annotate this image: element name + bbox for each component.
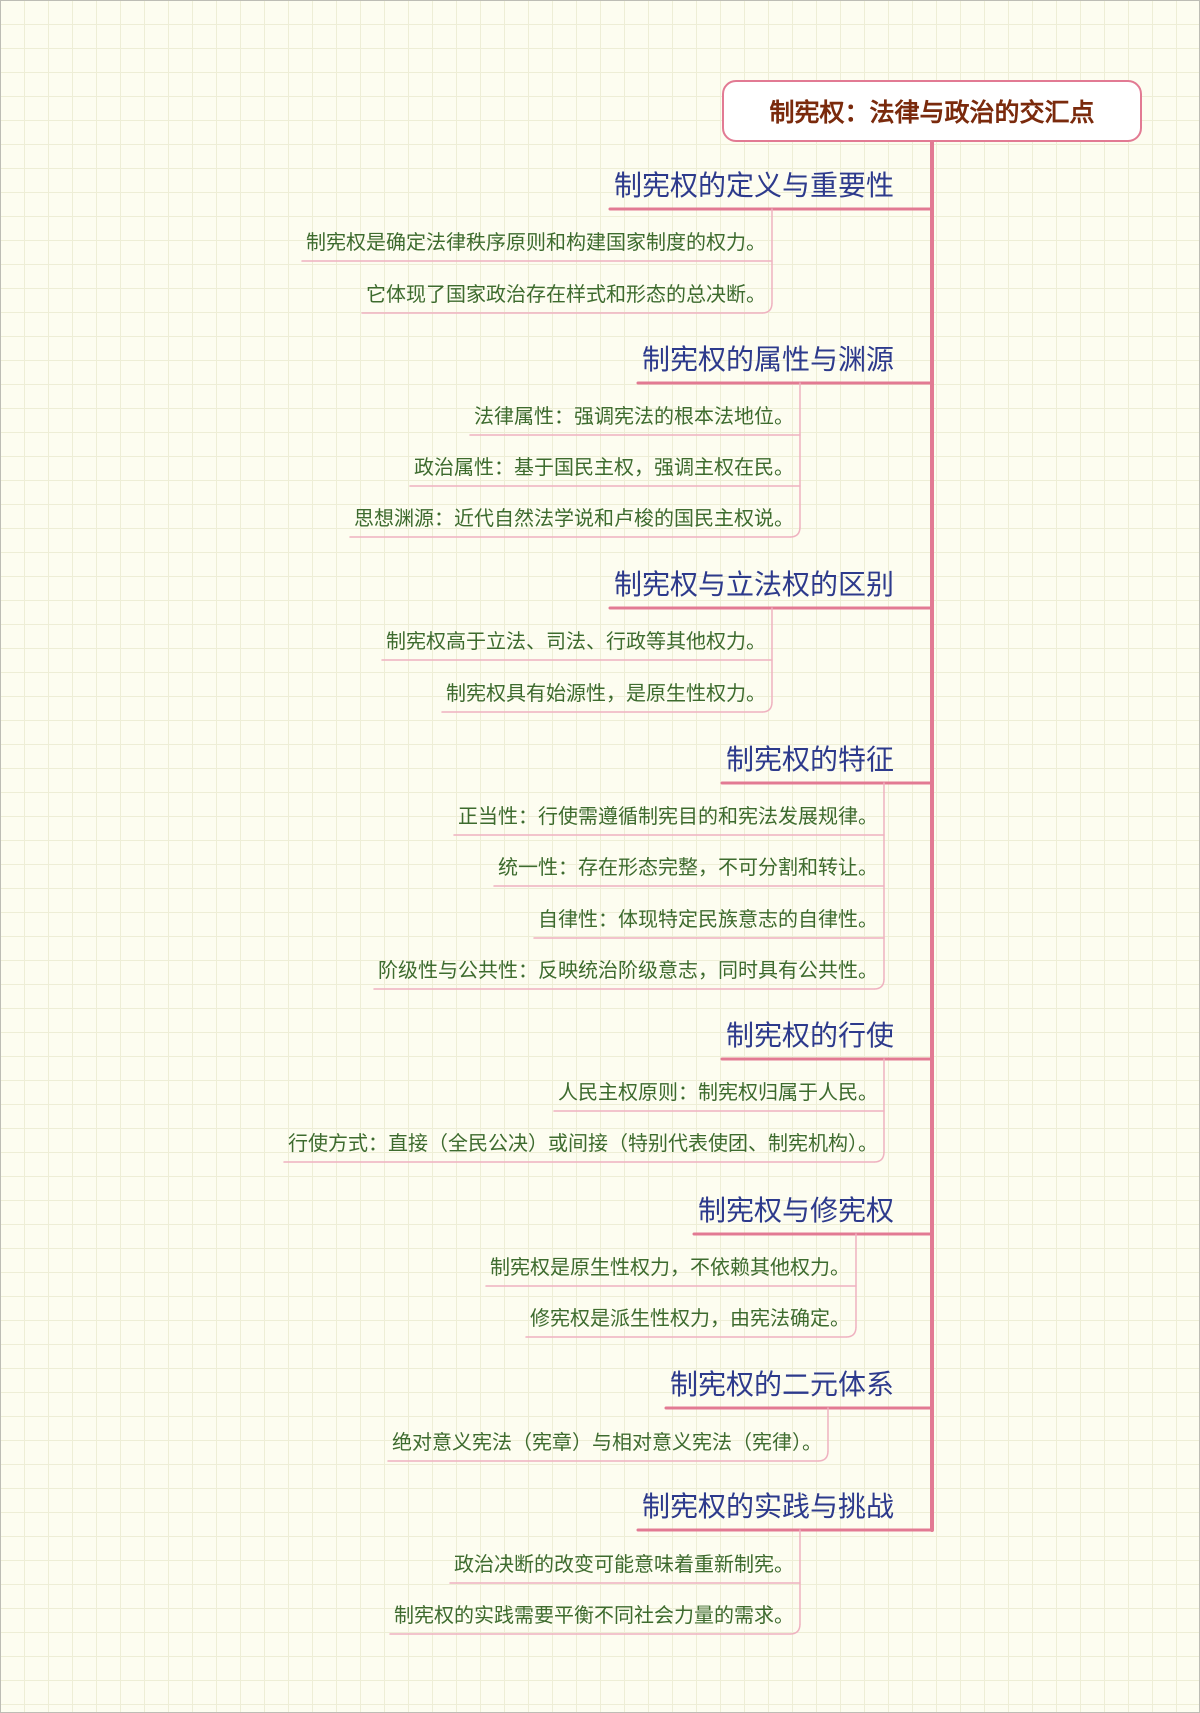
- leaf-item[interactable]: 修宪权是派生性权力，由宪法确定。: [529, 1306, 850, 1330]
- leaf-item[interactable]: 正当性：行使需遵循制宪目的和宪法发展规律。: [457, 804, 878, 828]
- branch-topic[interactable]: 制宪权与修宪权: [697, 1194, 894, 1227]
- leaf-item[interactable]: 行使方式：直接（全民公决）或间接（特别代表使团、制宪机构）。: [287, 1131, 878, 1155]
- leaf-item[interactable]: 政治属性：基于国民主权，强调主权在民。: [413, 455, 794, 479]
- branch-topic[interactable]: 制宪权的属性与渊源: [641, 343, 894, 376]
- leaf-item[interactable]: 制宪权高于立法、司法、行政等其他权力。: [385, 629, 766, 653]
- sub-spine-corner: [873, 1151, 885, 1163]
- branch-topic[interactable]: 制宪权的定义与重要性: [613, 169, 894, 202]
- root-topic[interactable]: 制宪权：法律与政治的交汇点: [722, 80, 1142, 142]
- leaf-item[interactable]: 它体现了国家政治存在样式和形态的总决断。: [365, 282, 766, 306]
- sub-spine-corner: [873, 978, 885, 990]
- branch-topic[interactable]: 制宪权的行使: [725, 1019, 894, 1052]
- leaf-item[interactable]: 制宪权是原生性权力，不依赖其他权力。: [489, 1255, 850, 1279]
- sub-spine-corner: [845, 1326, 857, 1338]
- leaf-item[interactable]: 绝对意义宪法（宪章）与相对意义宪法（宪律）。: [391, 1430, 822, 1454]
- sub-spine-corner: [789, 1623, 801, 1635]
- branch-topic[interactable]: 制宪权的二元体系: [669, 1368, 894, 1401]
- root-topic-title: 制宪权：法律与政治的交汇点: [769, 98, 1095, 127]
- leaf-item[interactable]: 政治决断的改变可能意味着重新制宪。: [453, 1552, 794, 1576]
- leaf-item[interactable]: 统一性：存在形态完整，不可分割和转让。: [497, 855, 878, 879]
- sub-spine-corner: [761, 701, 773, 713]
- leaf-item[interactable]: 人民主权原则：制宪权归属于人民。: [557, 1080, 878, 1104]
- branch-topic[interactable]: 制宪权与立法权的区别: [613, 568, 894, 601]
- sub-spine-corner: [817, 1450, 829, 1462]
- branch-topic[interactable]: 制宪权的特征: [725, 743, 894, 776]
- leaf-item[interactable]: 制宪权具有始源性，是原生性权力。: [445, 681, 766, 705]
- leaf-item[interactable]: 思想渊源：近代自然法学说和卢梭的国民主权说。: [353, 506, 794, 530]
- branch-topic[interactable]: 制宪权的实践与挑战: [641, 1490, 894, 1523]
- sub-spine-corner: [789, 526, 801, 538]
- leaf-item[interactable]: 法律属性：强调宪法的根本法地位。: [473, 404, 794, 428]
- leaf-item[interactable]: 制宪权的实践需要平衡不同社会力量的需求。: [393, 1603, 794, 1627]
- leaf-item[interactable]: 自律性：体现特定民族意志的自律性。: [537, 907, 878, 931]
- leaf-item[interactable]: 制宪权是确定法律秩序原则和构建国家制度的权力。: [305, 230, 766, 254]
- leaf-item[interactable]: 阶级性与公共性：反映统治阶级意志，同时具有公共性。: [377, 958, 878, 982]
- sub-spine-corner: [761, 302, 773, 314]
